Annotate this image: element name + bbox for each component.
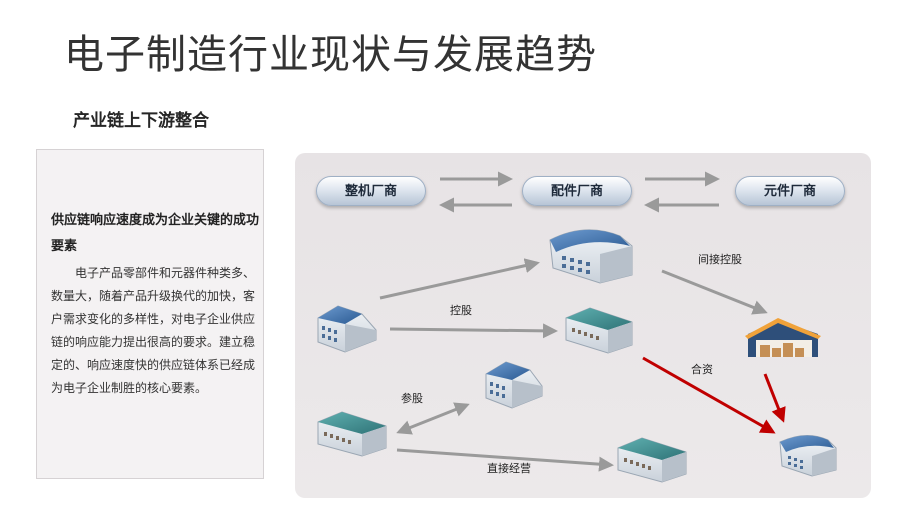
description-box: 供应链响应速度成为企业关键的成功要素 电子产品零部件和元器件种类多、数量大，随着… xyxy=(36,149,264,479)
chain-node-components: 元件厂商 xyxy=(735,176,845,206)
building-direct-operation-icon xyxy=(617,437,687,483)
building-joint-venture-icon xyxy=(779,435,837,477)
description-heading: 供应链响应速度成为企业关键的成功要素 xyxy=(51,213,260,254)
chain-node-oem: 整机厂商 xyxy=(316,176,426,206)
building-hq-icon xyxy=(549,229,633,284)
label-holding: 控股 xyxy=(450,304,472,317)
label-joint-venture: 合资 xyxy=(691,363,713,376)
arrow-joint-venture-2 xyxy=(763,373,786,423)
building-group-left-icon xyxy=(317,305,377,353)
arrow-indirect-holding xyxy=(661,269,768,315)
arrow-joint-venture xyxy=(642,356,776,434)
page-title: 电子制造行业现状与发展趋势 xyxy=(64,32,597,78)
label-equity-participation: 参股 xyxy=(401,392,423,405)
arrow-equity-participation xyxy=(396,402,470,435)
building-bottom-left-icon xyxy=(317,411,387,457)
warehouse-icon xyxy=(745,318,821,357)
description-body: 电子产品零部件和元器件种类多、数量大，随着产品升级换代的加快，客户需求变化的多样… xyxy=(51,266,256,395)
label-indirect-holding: 间接控股 xyxy=(698,253,742,266)
chain-node-parts: 配件厂商 xyxy=(522,176,632,206)
building-equity-icon xyxy=(485,361,543,409)
page-subtitle: 产业链上下游整合 xyxy=(73,111,209,131)
arrow-holding-upper xyxy=(379,258,540,300)
building-holding-icon xyxy=(565,307,633,354)
label-direct-operation: 直接经营 xyxy=(487,462,531,475)
arrow-direct-operation xyxy=(396,448,614,472)
arrow-holding xyxy=(389,323,558,339)
